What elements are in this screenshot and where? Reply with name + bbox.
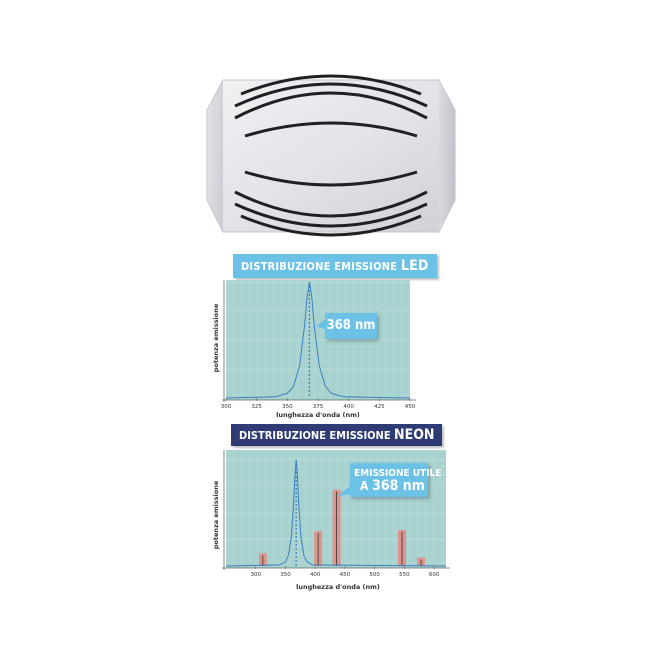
neon-x-tick-label: 350 [280, 572, 291, 578]
led-chart-title: DISTRIBUZIONE EMISSIONE LED [233, 254, 437, 278]
neon-callout-line1: EMISSIONE UTILE [354, 468, 442, 479]
led-callout-pointer [316, 318, 327, 330]
uv-lamp-device-image [206, 74, 456, 237]
led-x-tick-label: 375 [313, 404, 324, 410]
led-chart: 300 325 350 375 400 425 450 lunghezza d'onda (… [212, 280, 416, 419]
neon-x-tick-label: 500 [369, 572, 380, 578]
led-x-tick-label: 450 [405, 404, 416, 410]
neon-callout-pointer [338, 484, 352, 496]
neon-emission-lines [258, 489, 426, 566]
led-peak-label: 368 nm [326, 318, 376, 333]
neon-x-tick-label: 550 [399, 572, 410, 578]
neon-x-axis-label: lunghezza d'onda (nm) [296, 583, 380, 591]
neon-x-tick-label: 300 [250, 572, 261, 578]
led-title-prefix: DISTRIBUZIONE EMISSIONE [241, 260, 398, 273]
neon-peak-callout: EMISSIONE UTILE A 368 nm [350, 463, 442, 497]
neon-x-tick-label: 400 [310, 572, 321, 578]
neon-x-tick-label: 450 [340, 572, 351, 578]
led-x-tick-label: 425 [374, 404, 385, 410]
neon-callout-value: 368 nm [372, 478, 425, 494]
led-grid [226, 281, 410, 370]
led-x-tick-label: 350 [282, 404, 293, 410]
led-x-tick-label: 325 [251, 404, 262, 410]
led-x-axis-label: lunghezza d'onda (nm) [276, 411, 360, 419]
led-y-axis-label: potenza emissione [212, 303, 220, 372]
neon-y-axis-label: potenza emissione [212, 480, 220, 549]
neon-title-highlight: NEON [394, 427, 435, 443]
led-title-highlight: LED [400, 258, 429, 274]
neon-callout-prefix: A [360, 479, 369, 493]
neon-callout-line2: A 368 nm [354, 478, 428, 494]
led-x-tick-label: 300 [221, 404, 232, 410]
neon-chart-title: DISTRIBUZIONE EMISSIONE NEON [231, 424, 443, 446]
neon-title-prefix: DISTRIBUZIONE EMISSIONE [239, 429, 391, 442]
led-x-tick-label: 400 [343, 404, 354, 410]
neon-x-tick-label: 600 [429, 572, 440, 578]
led-peak-callout: 368 nm [325, 313, 377, 339]
